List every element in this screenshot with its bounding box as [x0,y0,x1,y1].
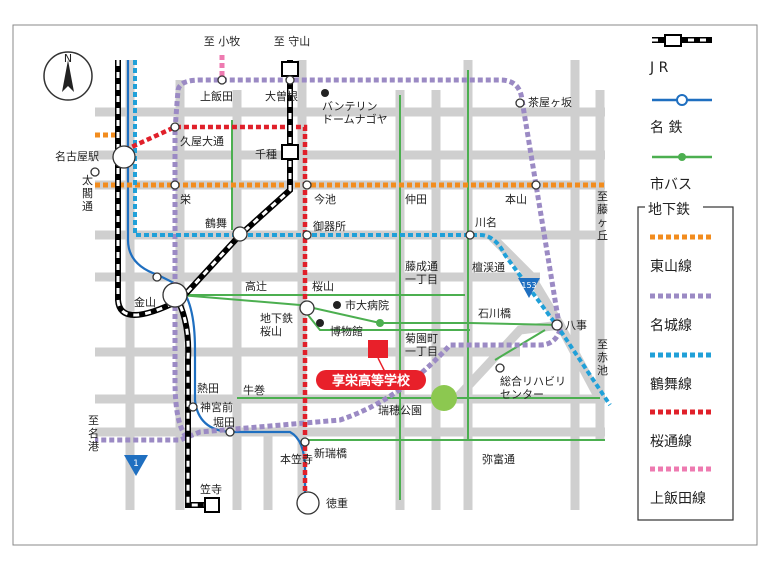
label-mizuho-park: 瑞穂公園 [378,403,422,417]
label-sakae: 栄 [180,192,191,206]
legend-bus: 市バス [650,176,692,193]
label-kamiiida: 上飯田 [200,89,233,103]
school-label-box [316,370,426,390]
label-fujinari: 藤成通一丁目 [405,260,438,286]
label-nagoya: 名古屋駅 [55,149,99,163]
label-takatsuji: 高辻 [245,279,267,293]
legend-sakuradori: 桜通線 [650,434,692,450]
label-vantelin: バンテリンドームナゴヤ [322,100,388,126]
legend: J R 名 鉄 市バス 地下鉄 東山線 名城線 鶴舞線 桜通線 上飯田線 [637,34,734,521]
legend-subway-header: 地下鉄 [648,202,690,218]
label-jingumae: 神宮前 [200,400,233,414]
legend-jr: J R [649,60,669,76]
route-1-shield [124,455,148,476]
label-ushimaki: 牛巻 [243,383,265,397]
label-hakubutsukan: 博物館 [330,324,363,338]
hospital-dot [333,301,341,309]
label-kasadera: 笠寺 [200,482,222,496]
meijo-line [95,77,563,443]
label-chayagasaka: 茶屋ヶ坂 [528,96,572,109]
label-tsurumai: 鶴舞 [205,216,227,230]
label-shinmizuhobashi: 新瑞橋 [314,446,347,460]
label-kikuzono: 菊園町一丁目 [405,332,438,358]
label-gokiso: 御器所 [313,219,346,233]
jr-line [115,60,299,513]
label-ozone: 大曽根 [265,89,298,103]
label-motokasadera-vert: 本笠寺 [280,452,313,466]
museum-dot [316,319,324,327]
label-danke: 檀渓通 [472,260,505,274]
label-chikusa: 千種 [255,147,277,161]
mizuho-park-marker [431,385,457,411]
label-tokushige: 徳重 [326,496,348,510]
label-taiko: 太閣通 [82,174,93,213]
label-hisayaodori: 久屋大通 [180,134,224,148]
dir-fujigaoka: 至藤ヶ丘 [597,190,608,242]
svg-text:N: N [64,52,72,65]
label-imaike: 今池 [314,192,336,206]
school-marker [368,340,388,358]
label-yagoto: 八事 [565,319,587,332]
label-motoyama: 本山 [505,192,527,206]
map-border [12,24,758,546]
label-yatomi: 弥富通 [482,452,515,466]
label-rehab: 総合リハビリセンター [500,374,566,401]
tsurumai-line [133,60,612,407]
legend-meitetsu: 名 鉄 [650,120,682,136]
route-153-shield [518,278,540,298]
label-sakurayama: 桜山 [312,279,334,293]
dir-meiko: 至名港 [88,414,99,453]
legend-meijo: 名城線 [650,318,692,334]
north-arrow-icon: N [43,51,93,101]
legend-higashiyama: 東山線 [650,259,692,275]
vantelin-dot [321,89,329,97]
school-label: 享栄高等学校 [332,373,411,389]
dir-akaike: 至赤池 [597,338,608,377]
label-horita: 堀田 [213,416,235,429]
dir-komaki: 至 小牧 [204,34,241,48]
label-atsuta: 熱田 [197,382,219,395]
label-kanayama: 金山 [134,295,156,309]
label-ishikawabashi: 石川橋 [478,306,511,320]
label-nakata: 仲田 [405,192,427,206]
legend-kamiiida: 上飯田線 [650,490,706,507]
label-shidaibyoin: 市大病院 [345,298,389,312]
dir-moriyama: 至 守山 [274,34,311,48]
label-subway-sakurayama: 地下鉄桜山 [260,311,293,338]
legend-tsurumai: 鶴舞線 [650,376,692,393]
meitetsu-line [126,60,307,500]
stations [90,75,563,515]
svg-text:1: 1 [133,459,139,469]
label-kawana: 川名 [475,215,497,229]
svg-text:153: 153 [521,281,536,290]
